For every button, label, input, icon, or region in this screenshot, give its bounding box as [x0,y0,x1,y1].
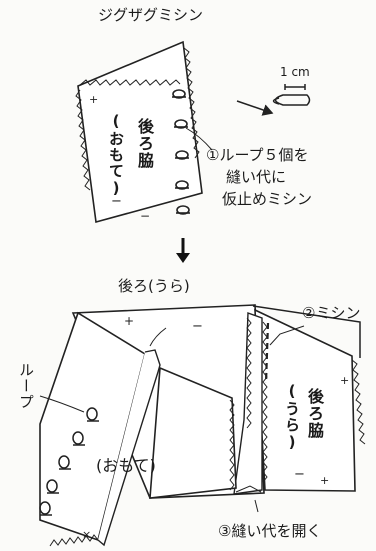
down-arrow [176,238,190,263]
loop-label: ループ [17,362,35,410]
step1-line3: 仮止めミシン [222,190,313,208]
top-face-label: (おもて) [107,112,125,198]
svg-text:+: + [89,93,98,106]
svg-text:+: + [340,374,349,387]
zigzag-label: ジグザグミシン [98,6,204,24]
back-side-piece-top: + − − [75,40,203,224]
svg-text:−: − [140,209,150,223]
loop-size-label: 1 cm [280,65,310,79]
step1-leader [185,127,213,151]
back-label-leader [149,327,167,347]
step2-leader [269,325,305,346]
step2-label: ②ミシン [302,304,361,322]
seam-allowance-open [233,312,270,495]
bottom-back-side-label: 後ろ脇 [305,388,324,439]
front-side-panel-bottom [149,366,237,499]
svg-text:+: + [124,314,134,328]
svg-text:−: − [294,467,305,482]
loop-detail [236,84,311,116]
svg-text:−: − [192,319,203,334]
bottom-face-label: (おもて) [96,456,156,475]
step3-leader [254,499,259,513]
bottom-reverse-label: (うら) [283,382,301,452]
step3-label: ③縫い代を開く [218,522,322,540]
svg-text:−: − [111,194,122,209]
svg-text:+: + [320,474,329,487]
back-wrong-label: 後ろ(うら) [118,277,190,295]
loop-leader [39,395,85,413]
front-panel-bottom: × − [39,311,164,547]
loops-top [172,89,190,215]
top-back-side-label: 後ろ脇 [135,118,154,169]
svg-text:×: × [82,528,91,541]
step1-line2: 縫い代に [226,168,287,186]
step1-line1: ①ループ５個を [206,146,309,164]
